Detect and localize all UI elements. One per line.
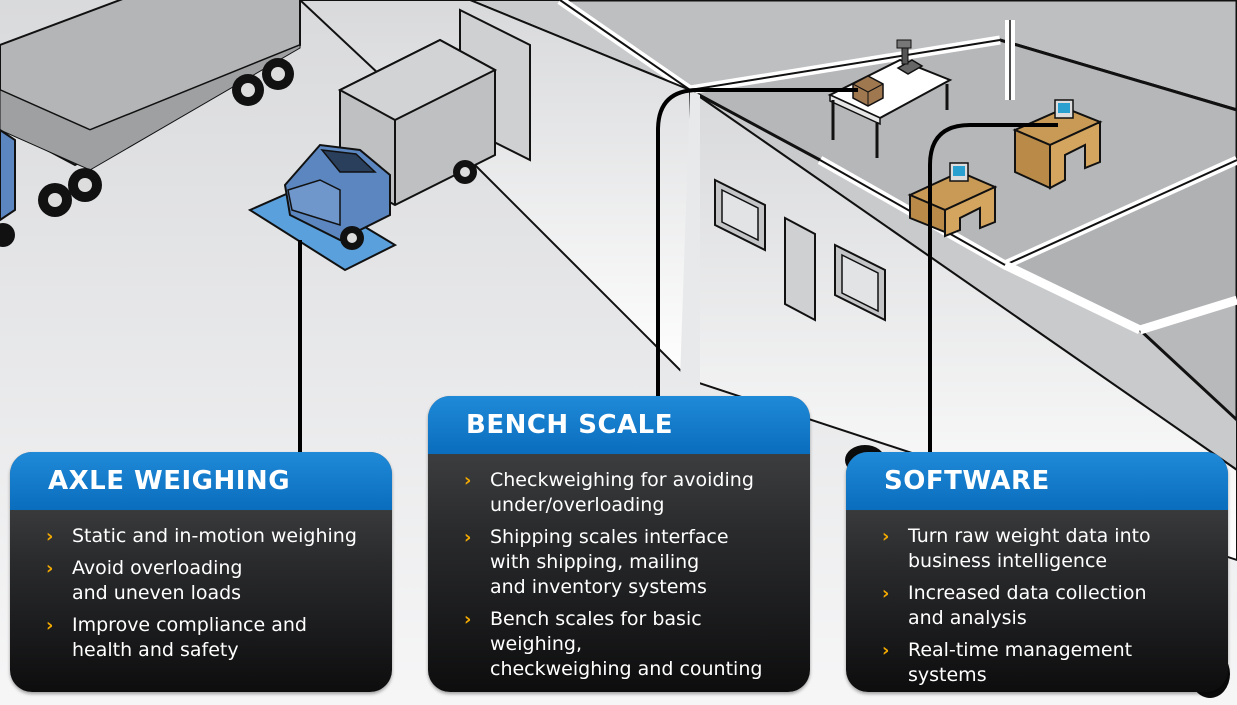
connector-bench [656, 88, 858, 398]
chevron-bullet-icon: › [464, 470, 472, 491]
feature-item: ›Increased data collection and analysis [882, 582, 1147, 629]
feature-item: ›Checkweighing for avoiding under/overlo… [464, 469, 754, 516]
chevron-bullet-icon: › [464, 527, 472, 548]
card-title: SOFTWARE [846, 452, 1228, 510]
chevron-bullet-icon: › [46, 615, 54, 636]
feature-item: ›Shipping scales interface with shipping… [464, 526, 729, 598]
bench-scale-card: BENCH SCALE ›Checkweighing for avoiding … [428, 396, 810, 692]
feature-item: ›Bench scales for basic weighing, checkw… [464, 608, 763, 680]
bench-scale-table [827, 39, 953, 158]
chevron-bullet-icon: › [464, 609, 472, 630]
card-title: AXLE WEIGHING [10, 452, 392, 510]
feature-list: ›Checkweighing for avoiding under/overlo… [428, 454, 810, 682]
semi-trailer [0, 0, 301, 247]
axle-weighing-card: AXLE WEIGHING ›Static and in-motion weig… [10, 452, 392, 692]
chevron-bullet-icon: › [882, 526, 890, 547]
chevron-bullet-icon: › [882, 640, 890, 661]
box-truck [283, 38, 498, 250]
feature-item: ›Improve compliance and health and safet… [46, 614, 307, 661]
feature-list: ›Turn raw weight data into business inte… [846, 510, 1228, 688]
software-card: SOFTWARE ›Turn raw weight data into busi… [846, 452, 1228, 692]
feature-item: ›Real-time management systems [882, 639, 1133, 686]
feature-item: ›Turn raw weight data into business inte… [882, 525, 1151, 572]
side-door [784, 216, 816, 322]
chevron-bullet-icon: › [46, 526, 54, 547]
chevron-bullet-icon: › [46, 558, 54, 579]
card-title: BENCH SCALE [428, 396, 810, 454]
parcel-box [852, 75, 884, 107]
chevron-bullet-icon: › [882, 583, 890, 604]
feature-item: ›Avoid overloading and uneven loads [46, 557, 243, 604]
feature-item: ›Static and in-motion weighing [46, 525, 357, 547]
feature-list: ›Static and in-motion weighing ›Avoid ov… [10, 510, 392, 663]
connector-software [928, 123, 1058, 455]
